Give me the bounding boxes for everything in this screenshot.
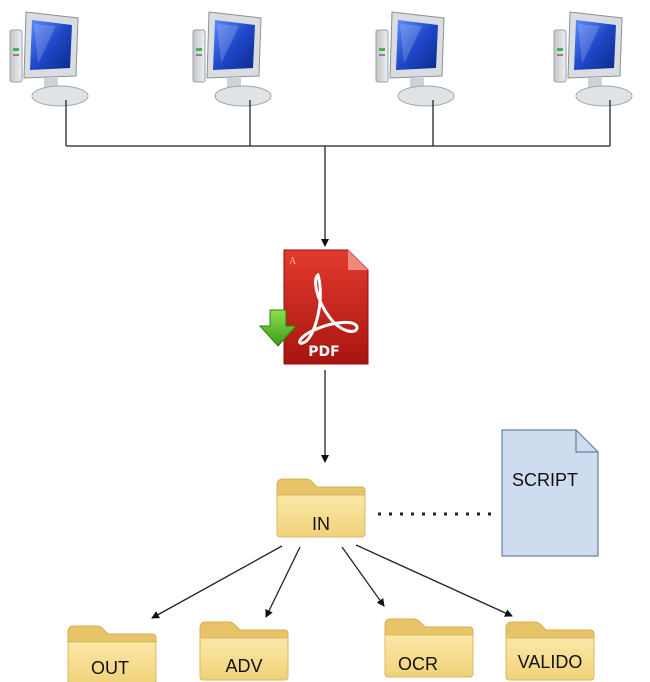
folder-ocr-label: OCR: [398, 654, 438, 674]
arrow-to-out: [151, 545, 283, 619]
folder-valido: VALIDO: [505, 621, 595, 681]
script-label: SCRIPT: [512, 470, 578, 490]
arrow-to-adv: [265, 546, 301, 618]
folder-ocr: OCR: [384, 618, 474, 678]
arrow-to-ocr: [341, 546, 385, 607]
green-down-arrow-icon: [258, 309, 298, 347]
output-arrows: [151, 544, 513, 619]
folder-in: IN: [276, 478, 366, 538]
pdf-file-icon: A PDF: [283, 249, 369, 365]
arrow-to-valido: [355, 544, 513, 617]
computer-icon-3: [375, 11, 455, 107]
svg-text:A: A: [289, 256, 297, 267]
folder-in-label: IN: [312, 514, 330, 534]
pdf-label: PDF: [308, 344, 339, 360]
network-connector: [65, 100, 611, 147]
folder-adv-label: ADV: [225, 656, 262, 676]
computer-icon-2: [192, 11, 272, 107]
computer-icon-1: [9, 11, 89, 107]
computer-icon-4: [553, 11, 633, 107]
script-document-icon: SCRIPT: [501, 429, 599, 557]
folder-adv: ADV: [199, 621, 289, 681]
folder-out-label: OUT: [91, 658, 129, 678]
folder-out: OUT: [67, 625, 157, 682]
folder-valido-label: VALIDO: [518, 652, 583, 672]
